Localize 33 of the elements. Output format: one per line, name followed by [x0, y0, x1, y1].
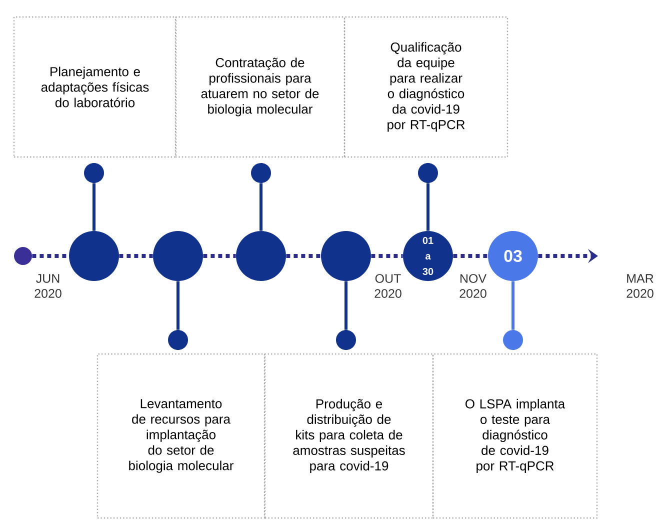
event-box: O LSPA implanta o teste para diagnóstico de covid-19 por RT-qPCR — [432, 353, 598, 519]
date-label: NOV 2020 — [460, 274, 486, 298]
stem-line — [92, 183, 96, 231]
timeline-line — [371, 254, 403, 258]
event-box: Levantamento de recursos para implantação do setor de biologia molecular — [96, 353, 266, 519]
date-label: OUT 2020 — [374, 274, 402, 298]
stem-line — [512, 281, 514, 330]
timeline-line — [32, 254, 69, 258]
milestone-circle — [321, 231, 371, 281]
timeline-line — [453, 254, 488, 258]
end-dot — [168, 330, 188, 350]
end-dot — [336, 330, 356, 350]
milestone-circle — [236, 231, 286, 281]
milestone-circle — [153, 231, 203, 281]
start-dot — [14, 247, 32, 265]
end-dot — [418, 163, 438, 183]
timeline-line — [286, 254, 321, 258]
date-label: MAR 2020 — [626, 274, 654, 298]
end-dot — [503, 330, 523, 350]
stem-line — [344, 281, 348, 330]
event-box: Planejamento e adaptações físicas do laboratório — [13, 16, 177, 158]
timeline-line — [203, 254, 236, 258]
event-box: Produção e distribuição de kits para coleta de amostras suspeitas para covid-19 — [264, 353, 434, 519]
event-box: Qualificação da equipe para realizar o diagnóstico da covid-19 por RT-qPCR — [344, 16, 508, 158]
end-dot — [251, 163, 271, 183]
date-label: JUN 2020 — [34, 274, 62, 298]
event-box: Contratação de profissionais para atuarem no setor de biologia molecular — [174, 16, 346, 158]
stem-line — [260, 183, 262, 231]
stem-line — [426, 183, 430, 231]
timeline-line — [119, 254, 153, 258]
milestone-circle — [69, 231, 119, 281]
end-dot — [84, 163, 104, 183]
stem-line — [176, 281, 180, 330]
